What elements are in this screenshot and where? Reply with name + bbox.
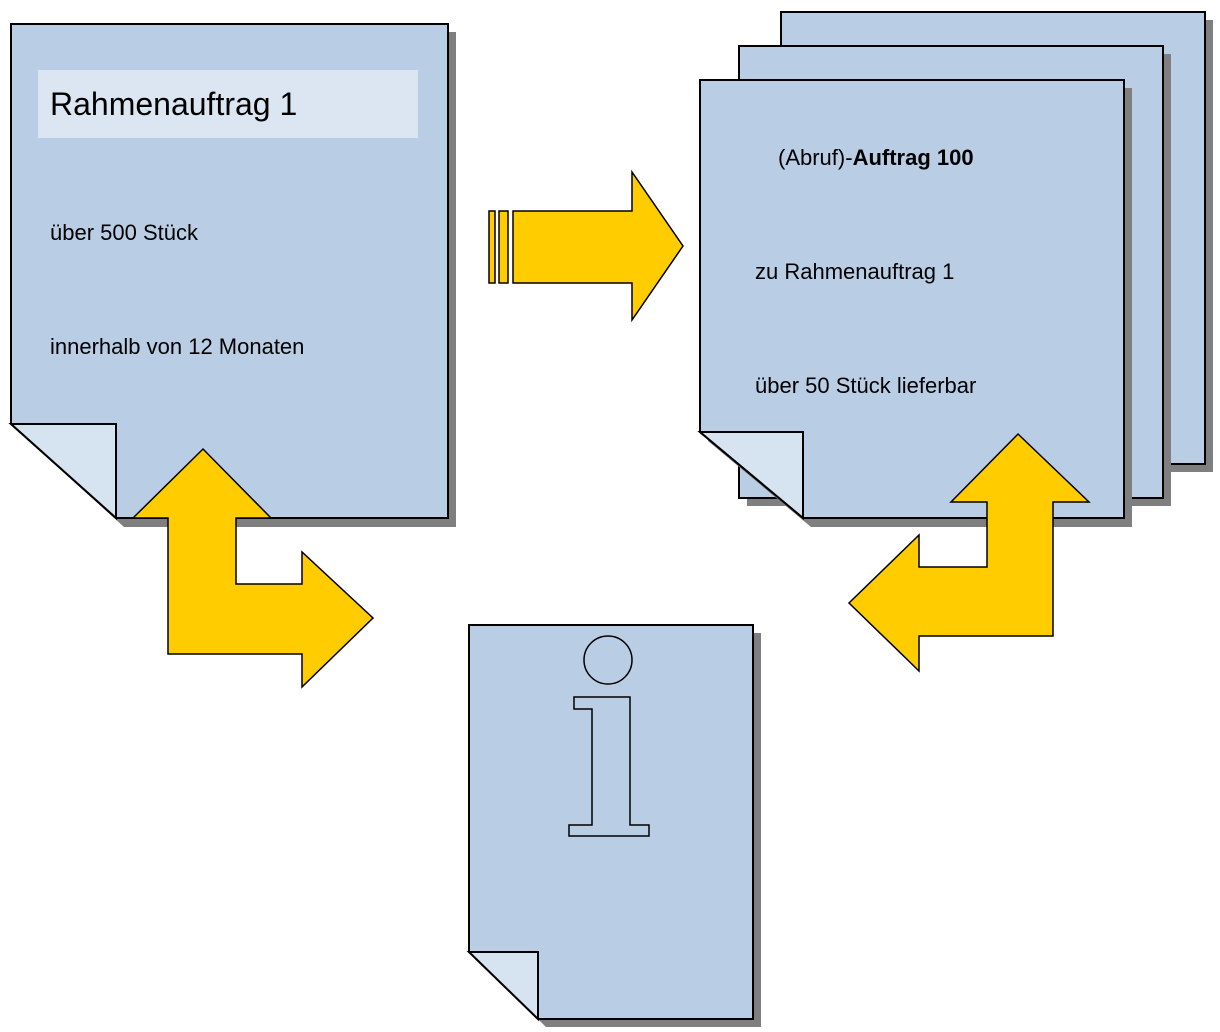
info-icon [568,635,650,837]
arrow-tail-bar-1 [488,210,496,284]
call-order-title-number: Auftrag 100 [852,145,974,170]
frame-order-quantity: über 500 Stück [50,220,198,245]
info-icon-dot [583,635,633,685]
frame-order-page [10,23,449,519]
call-order-stack [697,11,1213,527]
arrow-body [512,169,684,323]
arrow-tail-bar-2 [498,210,509,284]
info-document [466,624,761,1027]
frame-order-fold [8,423,117,521]
arrow-frame-info [131,447,375,689]
info-icon-stem [568,696,650,837]
call-order-title: (Abruf)-Auftrag 100 [778,147,974,169]
info-document-fold [466,951,539,1022]
call-order-quantity: über 50 Stück lieferbar [755,373,977,398]
frame-order-document [8,23,456,527]
frame-order-period: innerhalb von 12 Monaten [50,334,305,359]
stack-front-sheet [699,79,1125,519]
stack-front-fold [697,431,804,521]
call-order-title-prefix: (Abruf)- [778,145,853,170]
arrow-call-info [847,432,1091,673]
frame-order-title: Rahmenauftrag 1 [50,86,298,122]
arrow-frame-to-call [488,169,684,323]
call-order-reference: zu Rahmenauftrag 1 [755,259,955,284]
frame-order-title-box [38,70,418,138]
